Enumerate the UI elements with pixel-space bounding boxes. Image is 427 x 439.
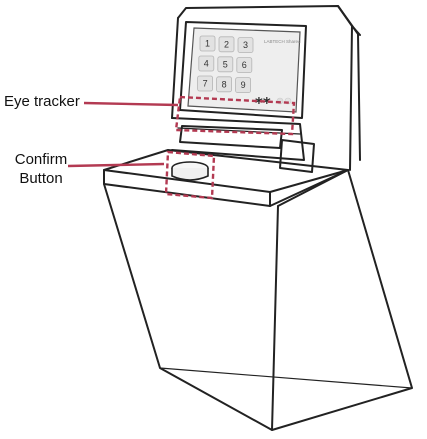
kiosk-housing-left-edge xyxy=(171,17,179,119)
keypad-key-6[interactable]: 6 xyxy=(236,57,253,73)
keypad-key-2[interactable]: 2 xyxy=(218,36,235,53)
eye-tracker-label: Eye tracker xyxy=(4,93,80,110)
keypad-key-label: 8 xyxy=(222,79,227,89)
keypad-key-label: 9 xyxy=(241,80,246,90)
kiosk-housing-right-front xyxy=(349,25,353,171)
confirm-button-leader xyxy=(67,162,165,168)
confirm-label-line-2: Button xyxy=(19,170,63,187)
kiosk-body xyxy=(103,183,279,431)
keypad-key-3[interactable]: 3 xyxy=(237,37,254,53)
keypad-key-4[interactable]: 4 xyxy=(198,55,215,72)
keypad-key-label: 1 xyxy=(205,39,210,49)
keypad-key-label: 5 xyxy=(223,59,228,69)
confirm-label-line-1: Confirm xyxy=(14,151,68,168)
keypad-key-label: 3 xyxy=(243,40,248,50)
confirm-button-highlight xyxy=(164,150,216,200)
keypad-key-9[interactable]: 9 xyxy=(235,77,252,93)
pin-mask: ** xyxy=(255,94,271,112)
confirm-button-label: Confirm Button xyxy=(8,150,74,188)
keypad: 1 2 3 4 5 6 7 8 9 xyxy=(197,35,254,93)
keypad-key-label: 7 xyxy=(203,79,208,89)
keypad-key-label: 4 xyxy=(204,59,209,69)
kiosk-shelf xyxy=(103,149,349,207)
eye-tracker-highlight xyxy=(174,95,296,136)
keypad-key-label: 6 xyxy=(242,60,247,70)
keypad-key-8[interactable]: 8 xyxy=(216,76,233,93)
eye-tracker-leader xyxy=(83,101,179,107)
keypad-key-label: 2 xyxy=(224,39,229,49)
side-box xyxy=(279,139,315,173)
confirm-button[interactable] xyxy=(171,161,209,181)
screen-display: LABTECH Shared 1 2 3 4 5 6 7 8 9 ** xyxy=(187,27,301,113)
sensor-panel xyxy=(171,117,305,161)
keypad-key-5[interactable]: 5 xyxy=(217,56,234,73)
kiosk-housing-right-side xyxy=(337,5,361,161)
keypad-key-1[interactable]: 1 xyxy=(199,35,216,52)
screen-brand-text: LABTECH Shared xyxy=(264,39,301,44)
screen-bezel xyxy=(179,21,307,119)
keypad-key-7[interactable]: 7 xyxy=(197,75,214,92)
